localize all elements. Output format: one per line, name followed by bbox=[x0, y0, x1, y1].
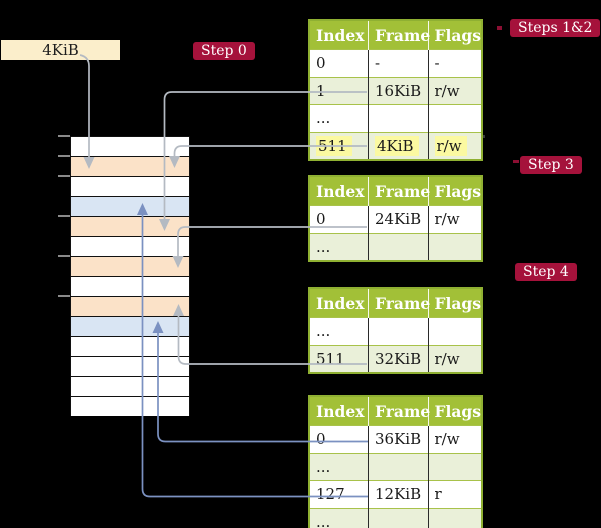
table-header-row: Index Frame Flags bbox=[309, 396, 482, 426]
cell-index: ... bbox=[309, 507, 369, 528]
page-table-3: Index Frame Flags ... 511 32KiB r/w bbox=[308, 287, 483, 374]
cell-index: ... bbox=[309, 452, 369, 481]
memory-row bbox=[71, 235, 189, 256]
cell-flags: - bbox=[427, 49, 482, 77]
cell-index: ... bbox=[309, 232, 369, 261]
memory-row bbox=[71, 175, 189, 196]
table-row: ... bbox=[309, 104, 482, 132]
table-header-row: Index Frame Flags bbox=[309, 20, 482, 50]
memory-tick bbox=[58, 255, 70, 257]
column-header-index: Index bbox=[309, 288, 369, 318]
memory-tick bbox=[58, 295, 70, 297]
badge-tail bbox=[513, 160, 519, 163]
cell-frame bbox=[368, 452, 428, 481]
cell-frame: - bbox=[368, 49, 428, 77]
cell-flags bbox=[427, 507, 482, 528]
table-row: ... bbox=[309, 232, 482, 261]
cell-flags: r/w bbox=[427, 131, 482, 160]
column-header-index: Index bbox=[309, 20, 369, 50]
memory-tick bbox=[58, 135, 70, 137]
memory-row bbox=[71, 295, 189, 316]
physical-memory-column bbox=[70, 136, 190, 416]
column-header-flags: Flags bbox=[427, 20, 482, 50]
table-row: 0 24KiB r/w bbox=[309, 205, 482, 233]
table-row: 1 16KiB r/w bbox=[309, 76, 482, 105]
table-row: 0 - - bbox=[309, 49, 482, 77]
cell-flags: r bbox=[427, 480, 482, 508]
page-table-1: Index Frame Flags 0 - - 1 16KiB r/w ... … bbox=[308, 19, 483, 161]
cell-frame bbox=[368, 232, 428, 261]
column-header-flags: Flags bbox=[427, 396, 482, 426]
memory-row bbox=[71, 255, 189, 276]
badge-step-4: Step 4 bbox=[515, 263, 577, 281]
column-header-frame: Frame bbox=[368, 176, 430, 206]
cell-flags bbox=[427, 317, 482, 345]
table-row: ... bbox=[309, 452, 482, 481]
cell-index: 1 bbox=[309, 76, 369, 105]
badge-tail bbox=[497, 26, 502, 30]
cell-flags bbox=[427, 452, 482, 481]
memory-tick bbox=[58, 215, 70, 217]
cell-flags bbox=[427, 232, 482, 261]
cell-frame: 16KiB bbox=[368, 76, 428, 105]
badge-steps-1-2: Steps 1&2 bbox=[510, 19, 601, 37]
cell-flags: r/w bbox=[427, 344, 482, 373]
cell-index: 511 bbox=[309, 131, 369, 160]
frame-size-label: 4KiB bbox=[1, 40, 120, 60]
memory-row bbox=[71, 155, 189, 176]
cell-index: 511 bbox=[309, 344, 369, 373]
column-header-flags: Flags bbox=[427, 288, 482, 318]
memory-tick bbox=[58, 155, 70, 157]
column-header-index: Index bbox=[309, 176, 369, 206]
cell-frame bbox=[368, 104, 428, 132]
memory-row bbox=[71, 315, 189, 336]
memory-tick bbox=[58, 175, 70, 177]
memory-row bbox=[71, 395, 189, 416]
cell-frame: 4KiB bbox=[368, 131, 428, 160]
table-row: 0 36KiB r/w bbox=[309, 425, 482, 453]
table-row: ... bbox=[309, 507, 482, 528]
memory-row bbox=[71, 215, 189, 236]
badge-step-3: Step 3 bbox=[520, 156, 582, 174]
table-header-row: Index Frame Flags bbox=[309, 176, 482, 206]
page-table-4: Index Frame Flags 0 36KiB r/w ... 127 12… bbox=[308, 395, 483, 528]
cell-index: 127 bbox=[309, 480, 369, 508]
cell-frame: 24KiB bbox=[368, 205, 428, 233]
cell-index: 0 bbox=[309, 205, 369, 233]
cell-frame: 12KiB bbox=[368, 480, 428, 508]
table-row: 511 32KiB r/w bbox=[309, 344, 482, 373]
memory-row bbox=[71, 195, 189, 216]
cell-index: ... bbox=[309, 104, 369, 132]
cell-flags: r/w bbox=[427, 425, 482, 453]
cell-flags bbox=[427, 104, 482, 132]
column-header-frame: Frame bbox=[368, 20, 430, 50]
table-row-highlighted: 511 4KiB r/w bbox=[309, 131, 482, 160]
memory-row bbox=[71, 275, 189, 296]
column-header-frame: Frame bbox=[368, 396, 430, 426]
cell-frame: 36KiB bbox=[368, 425, 428, 453]
cell-index: 0 bbox=[309, 425, 369, 453]
cell-frame bbox=[368, 317, 428, 345]
cell-index: 0 bbox=[309, 49, 369, 77]
cell-index: ... bbox=[309, 317, 369, 345]
cell-frame: 32KiB bbox=[368, 344, 428, 373]
column-header-frame: Frame bbox=[368, 288, 430, 318]
column-header-flags: Flags bbox=[427, 176, 482, 206]
memory-row bbox=[71, 375, 189, 396]
memory-row bbox=[71, 355, 189, 376]
badge-step-0: Step 0 bbox=[193, 42, 255, 60]
memory-row bbox=[71, 137, 189, 156]
table-row: ... bbox=[309, 317, 482, 345]
column-header-index: Index bbox=[309, 396, 369, 426]
cell-flags: r/w bbox=[427, 76, 482, 105]
memory-row bbox=[71, 335, 189, 356]
cell-flags: r/w bbox=[427, 205, 482, 233]
table-row: 127 12KiB r bbox=[309, 480, 482, 508]
table-header-row: Index Frame Flags bbox=[309, 288, 482, 318]
page-table-2: Index Frame Flags 0 24KiB r/w ... bbox=[308, 175, 483, 262]
cell-frame bbox=[368, 507, 428, 528]
